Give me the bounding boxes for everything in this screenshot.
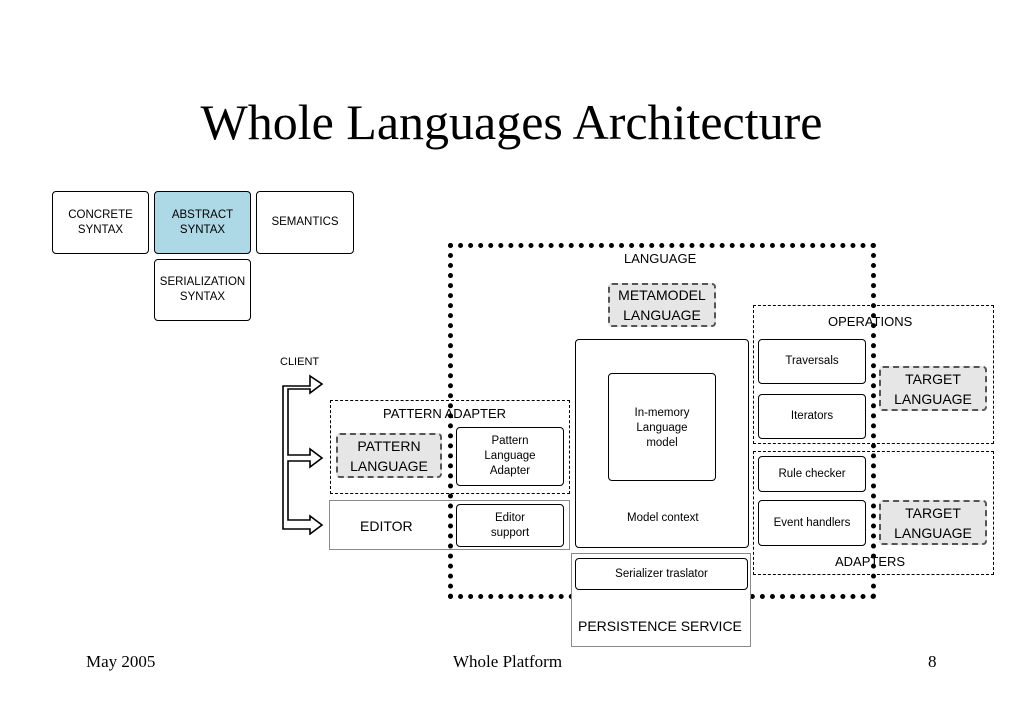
serializer-translator-box: Serializer traslator <box>575 558 748 590</box>
footer-date: May 2005 <box>86 652 156 671</box>
editor-support-box: Editor support <box>456 504 564 547</box>
language-label: LANGUAGE <box>624 251 697 266</box>
metamodel-language-box: METAMODEL LANGUAGE <box>608 283 716 327</box>
operations-frame <box>753 305 994 444</box>
iterators-box: Iterators <box>758 394 866 439</box>
editor-label: EDITOR <box>360 518 413 534</box>
operations-target-language-box: TARGET LANGUAGE <box>879 366 987 411</box>
page-title: Whole Languages Architecture <box>200 94 823 150</box>
in-memory-model-box: In-memory Language model <box>608 373 716 481</box>
client-label: CLIENT <box>280 356 320 368</box>
abstract-syntax-box: ABSTRACT SYNTAX <box>154 191 251 254</box>
rule-checker-box: Rule checker <box>758 456 866 492</box>
persistence-service-label: PERSISTENCE SERVICE <box>578 618 742 634</box>
serialization-syntax-box: SERIALIZATION SYNTAX <box>154 259 251 321</box>
page-number: 8 <box>928 652 937 671</box>
operations-label: OPERATIONS <box>828 314 913 329</box>
pattern-language-adapter-box: Pattern Language Adapter <box>456 427 564 486</box>
model-context-label: Model context <box>627 512 699 524</box>
adapters-label: ADAPTERS <box>835 554 906 569</box>
client-arrows <box>282 374 324 535</box>
concrete-syntax-box: CONCRETE SYNTAX <box>52 191 149 254</box>
traversals-box: Traversals <box>758 339 866 384</box>
pattern-language-box: PATTERN LANGUAGE <box>336 433 442 478</box>
adapters-frame <box>753 451 994 575</box>
footer-title: Whole Platform <box>453 652 563 671</box>
adapters-target-language-box: TARGET LANGUAGE <box>879 500 987 545</box>
pattern-adapter-label: PATTERN ADAPTER <box>383 406 507 421</box>
event-handlers-box: Event handlers <box>758 500 866 546</box>
semantics-box: SEMANTICS <box>256 191 354 254</box>
